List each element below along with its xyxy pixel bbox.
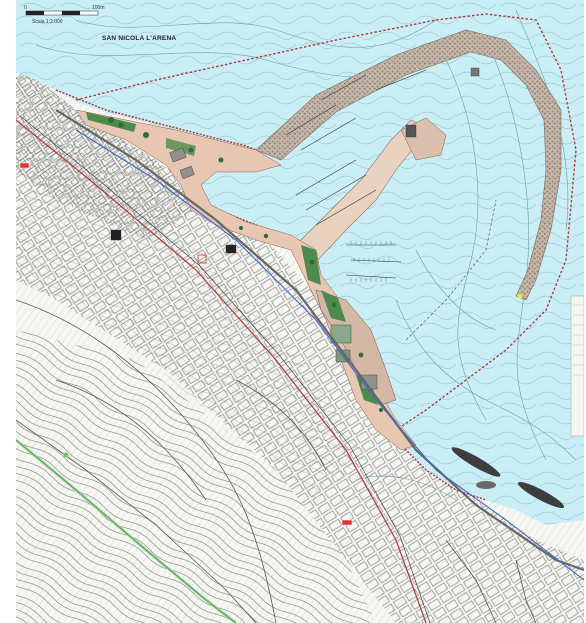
legend-strip	[570, 295, 584, 437]
navigation-line	[405, 199, 497, 341]
hill-contours	[16, 330, 376, 623]
pontoons	[285, 69, 427, 279]
sea-contours	[16, 0, 584, 525]
secondary-roads	[16, 299, 537, 623]
rail-line	[16, 115, 431, 623]
inland-rail	[16, 419, 257, 623]
place-name: SAN NICOLA L'ARENA	[102, 35, 176, 42]
legend-lines	[573, 304, 583, 376]
port-boundary	[75, 13, 577, 431]
scale-text: Scala 1:2.000	[32, 19, 63, 25]
boat-slips	[350, 241, 392, 282]
detached-breakwaters	[451, 447, 565, 508]
scale-bar: 0 100m Scala 1:2.000	[24, 5, 105, 25]
scale-right-tick: 100m	[92, 5, 105, 11]
outer-breakwater	[255, 29, 562, 301]
coastal-road	[55, 109, 584, 581]
map-canvas: 0 100m Scala 1:2.000 SAN NICOLA L'ARENA	[16, 0, 584, 623]
trees	[108, 117, 383, 412]
scale-left-tick: 0	[24, 5, 27, 11]
urban-blocks-coast	[16, 60, 196, 240]
map-markers	[19, 162, 523, 526]
